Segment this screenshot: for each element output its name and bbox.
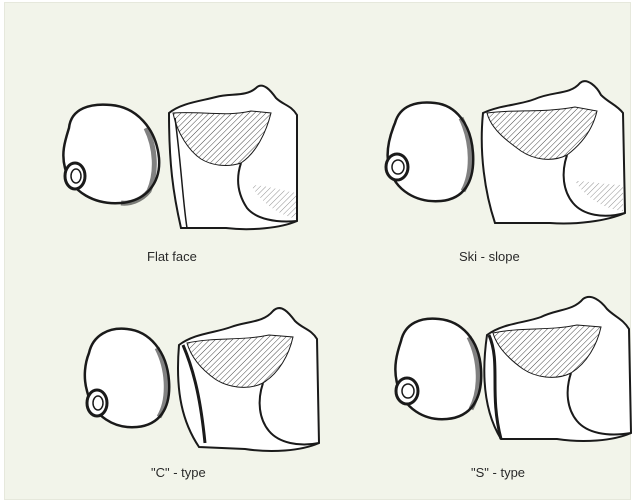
caption-flat-face: Flat face (147, 249, 197, 264)
caption-ski-slope: Ski - slope (459, 249, 520, 264)
s-type-illustration (385, 293, 635, 473)
panel-ski-slope: Ski - slope (375, 73, 635, 283)
panel-s-type: "S" - type (385, 293, 635, 503)
c-type-illustration (75, 293, 375, 473)
flat-face-illustration (51, 73, 351, 253)
condyle-nub (87, 390, 107, 416)
condyle-nub (65, 163, 85, 189)
panel-flat-face: Flat face (51, 73, 351, 283)
caption-c-type: "C" - type (151, 465, 206, 480)
ski-slope-illustration (375, 73, 635, 253)
condyle-shape (388, 103, 474, 202)
caption-s-type: "S" - type (471, 465, 525, 480)
panel-c-type: "C" - type (75, 293, 375, 503)
diagram-figure: Flat face Ski - slope (4, 2, 631, 500)
